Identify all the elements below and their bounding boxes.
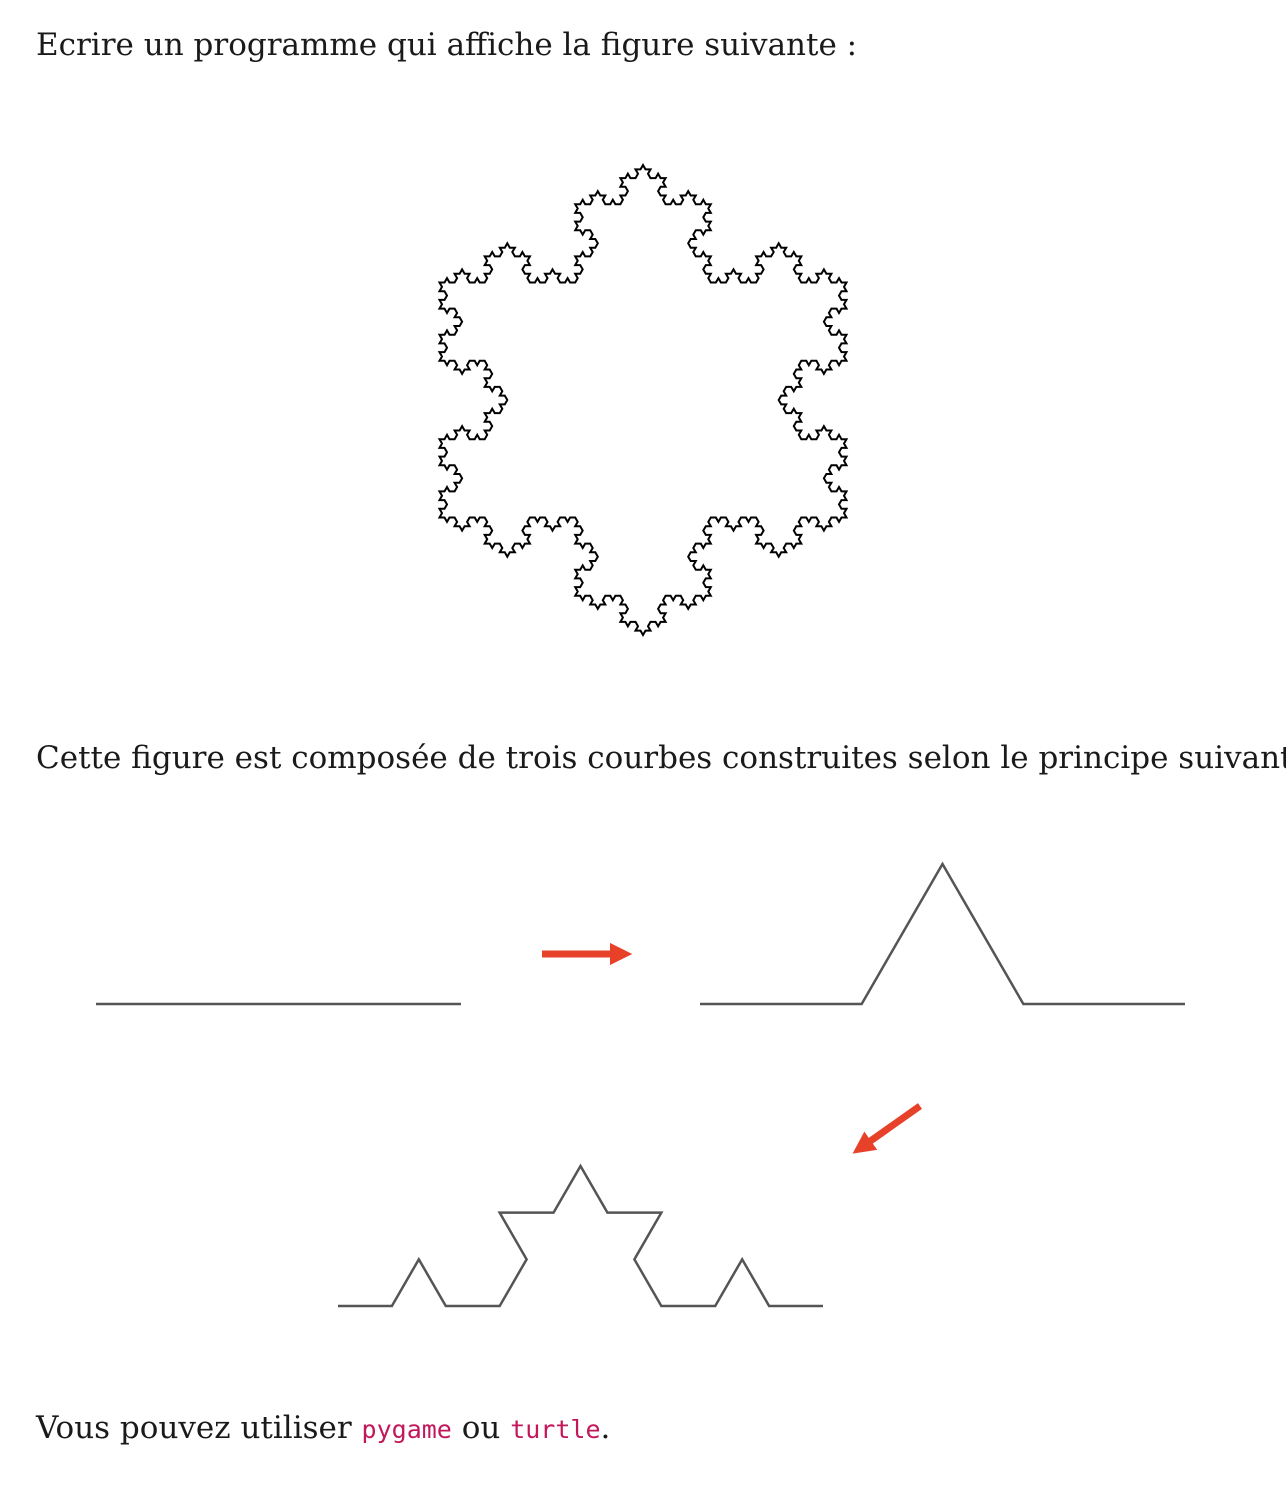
koch-construction-diagram	[96, 861, 1185, 1308]
code-turtle: turtle	[510, 1415, 601, 1444]
footer-paragraph: Vous pouvez utiliser pygame ou turtle.	[36, 1408, 610, 1450]
footer-middle: ou	[451, 1410, 511, 1446]
principle-paragraph: Cette figure est composée de trois courb…	[36, 740, 1286, 776]
footer-prefix: Vous pouvez utiliser	[36, 1410, 362, 1446]
arrow-down-left-icon	[852, 1103, 923, 1154]
koch-step-2-curve	[338, 1163, 823, 1308]
koch-snowflake-figure	[437, 162, 849, 638]
footer-suffix: .	[600, 1410, 611, 1446]
koch-step-1-curve	[700, 861, 1185, 1006]
koch-snowflake-path	[437, 162, 849, 638]
intro-paragraph: Ecrire un programme qui affiche la figur…	[36, 27, 858, 63]
code-pygame: pygame	[361, 1415, 452, 1444]
